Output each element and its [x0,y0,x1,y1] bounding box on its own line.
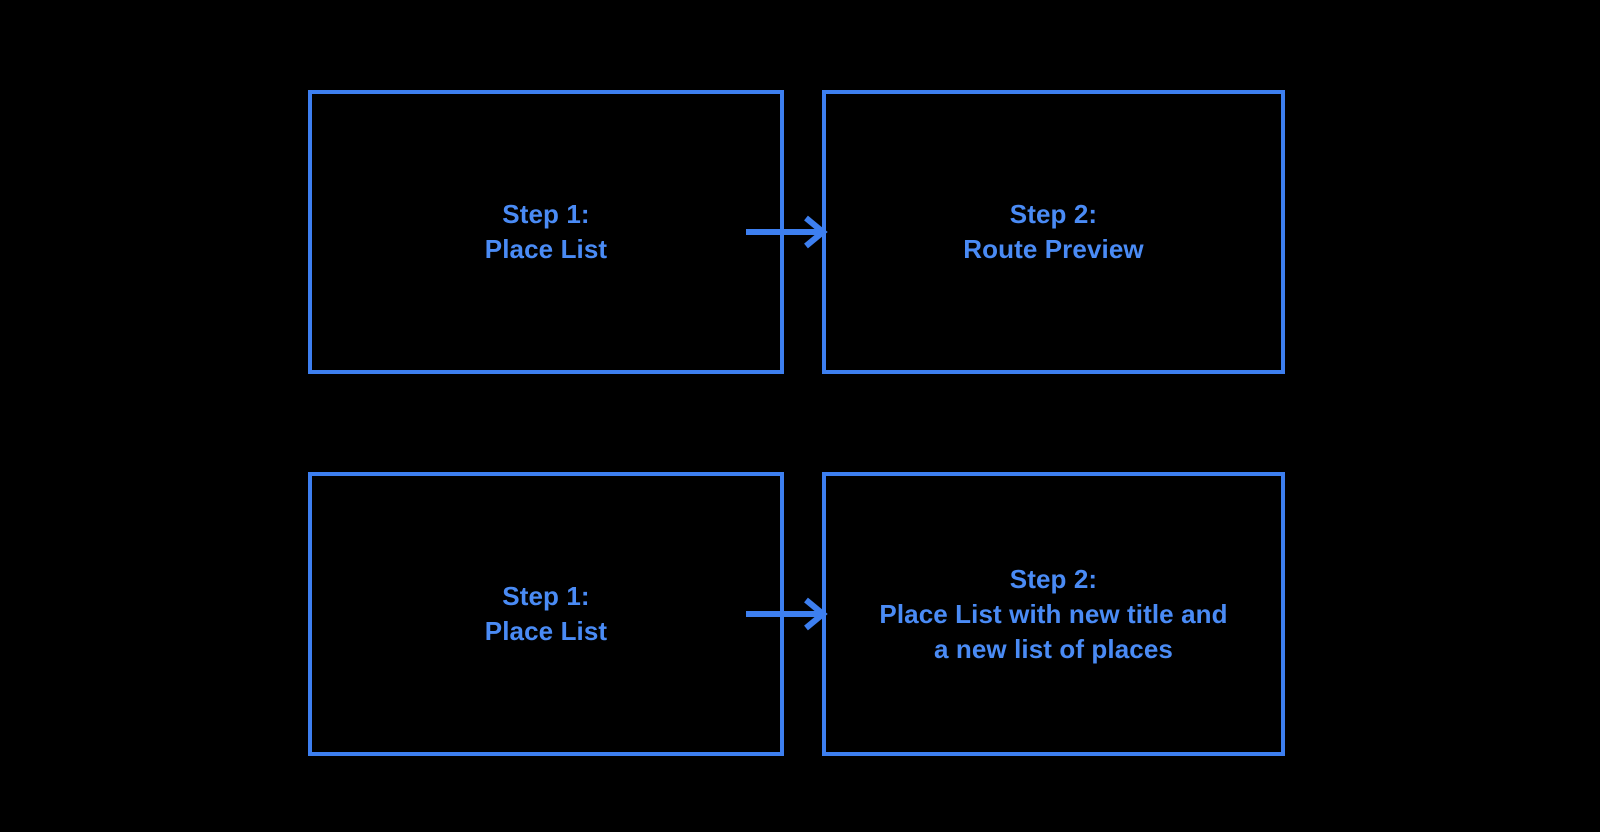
flow-row-new-list: Step 1: Place List Step 2: Place List wi… [0,470,1600,760]
step-box-flow2-step1[interactable]: Step 1: Place List [308,472,784,756]
step-box-label: Step 2: Place List with new title and a … [879,563,1228,664]
step-box-label: Step 1: Place List [484,199,608,264]
step-box-flow1-step1[interactable]: Step 1: Place List [308,90,784,374]
step-box-flow2-step2[interactable]: Step 2: Place List with new title and a … [822,472,1285,756]
step-box-label: Step 2: Route Preview [963,199,1144,264]
flow-row-route-preview: Step 1: Place List Step 2: Route Preview [0,88,1600,378]
step-box-label: Step 1: Place List [484,581,608,646]
step-box-flow1-step2[interactable]: Step 2: Route Preview [822,90,1285,374]
